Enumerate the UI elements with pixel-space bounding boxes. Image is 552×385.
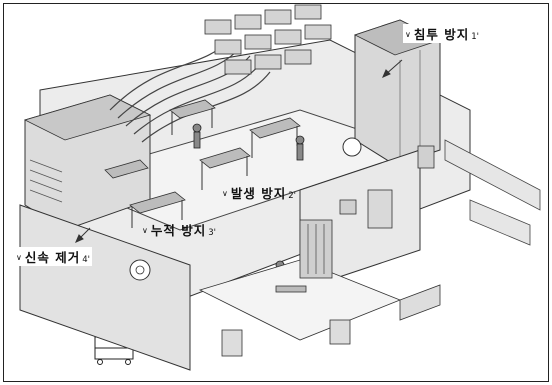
wall-box xyxy=(340,200,356,214)
cabinet xyxy=(368,190,392,228)
exhaust-fan xyxy=(130,260,150,280)
wall-clock xyxy=(343,138,361,156)
chevron-down-icon: ∨ xyxy=(16,253,22,262)
chevron-down-icon: ∨ xyxy=(405,30,411,39)
chevron-down-icon: ∨ xyxy=(142,226,148,235)
chevron-down-icon: ∨ xyxy=(222,189,228,198)
bench xyxy=(276,286,306,292)
control-panel xyxy=(418,146,434,168)
